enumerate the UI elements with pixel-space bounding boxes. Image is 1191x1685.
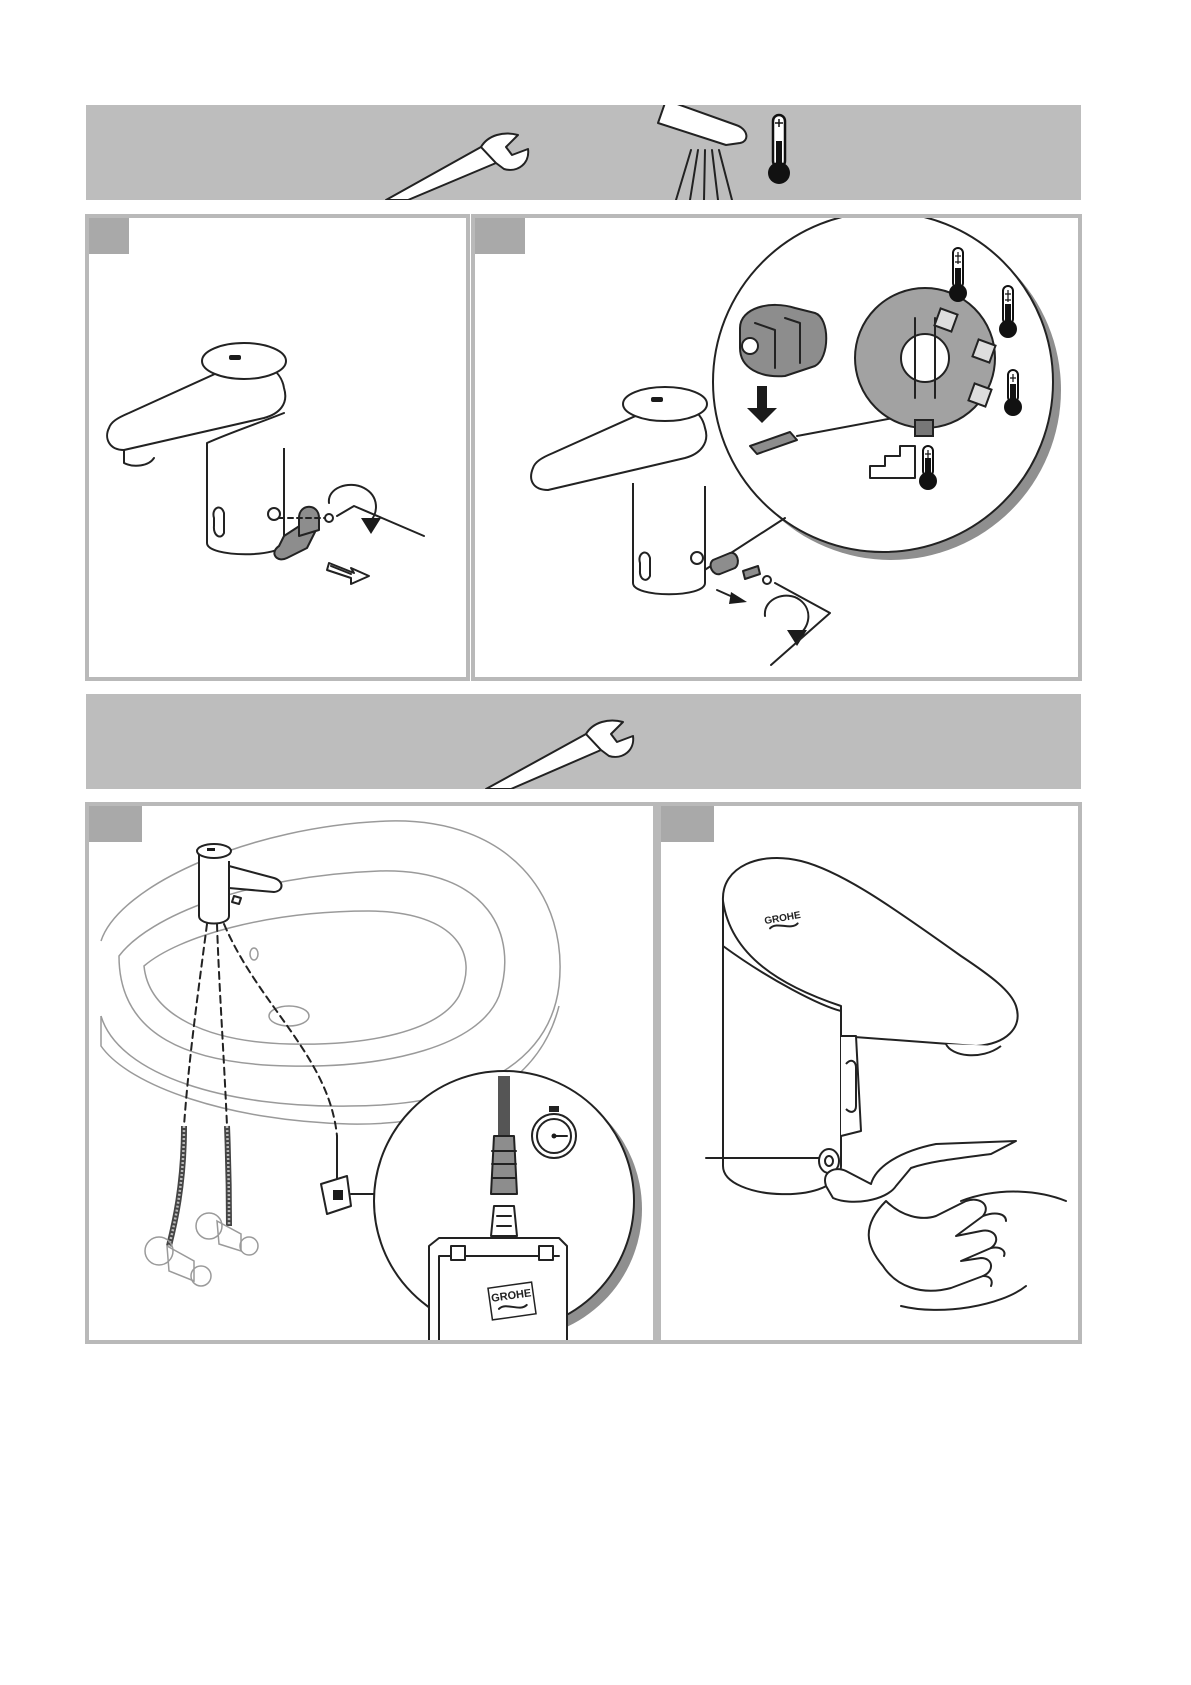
stop-block-default	[915, 420, 933, 436]
faucet-body	[531, 387, 707, 594]
section-band-temperature-limit	[86, 105, 1081, 200]
sensor-check-illustration: GROHE	[661, 806, 1082, 1344]
band-illustration	[86, 694, 1081, 789]
angle-valve	[145, 1237, 211, 1286]
section-band-installation	[86, 694, 1081, 789]
panel-sensor-check: GROHE	[657, 802, 1082, 1344]
spout-spray-icon	[658, 105, 746, 200]
thermometer-icon	[768, 115, 790, 184]
allen-key-icon	[337, 506, 424, 536]
faucet-body	[107, 343, 286, 554]
pull-arrow-icon	[717, 590, 747, 604]
basin-connection-illustration: GROHE	[89, 806, 657, 1344]
temperature-stop-illustration	[475, 218, 1082, 681]
panel-handle-removal	[85, 214, 470, 681]
pull-arrow-icon	[327, 563, 369, 584]
logo-mark	[229, 355, 241, 360]
wrench-icon	[386, 134, 528, 201]
control-box	[321, 1176, 351, 1214]
hand	[825, 1141, 1066, 1310]
panel-temperature-stop	[471, 214, 1082, 681]
band-illustration	[86, 105, 1081, 200]
stop-ring-part	[711, 553, 771, 584]
control-box-detail: GROHE	[429, 1238, 567, 1344]
rotate-arrow-icon	[329, 485, 381, 534]
wrench-icon	[486, 721, 633, 790]
allen-key-icon	[771, 583, 830, 665]
panel-basin-connection: GROHE	[85, 802, 657, 1344]
grohe-logo: GROHE	[488, 1282, 536, 1320]
faucet-body	[197, 844, 282, 924]
handle-removal-illustration	[89, 218, 470, 681]
logo-mark	[651, 397, 663, 402]
